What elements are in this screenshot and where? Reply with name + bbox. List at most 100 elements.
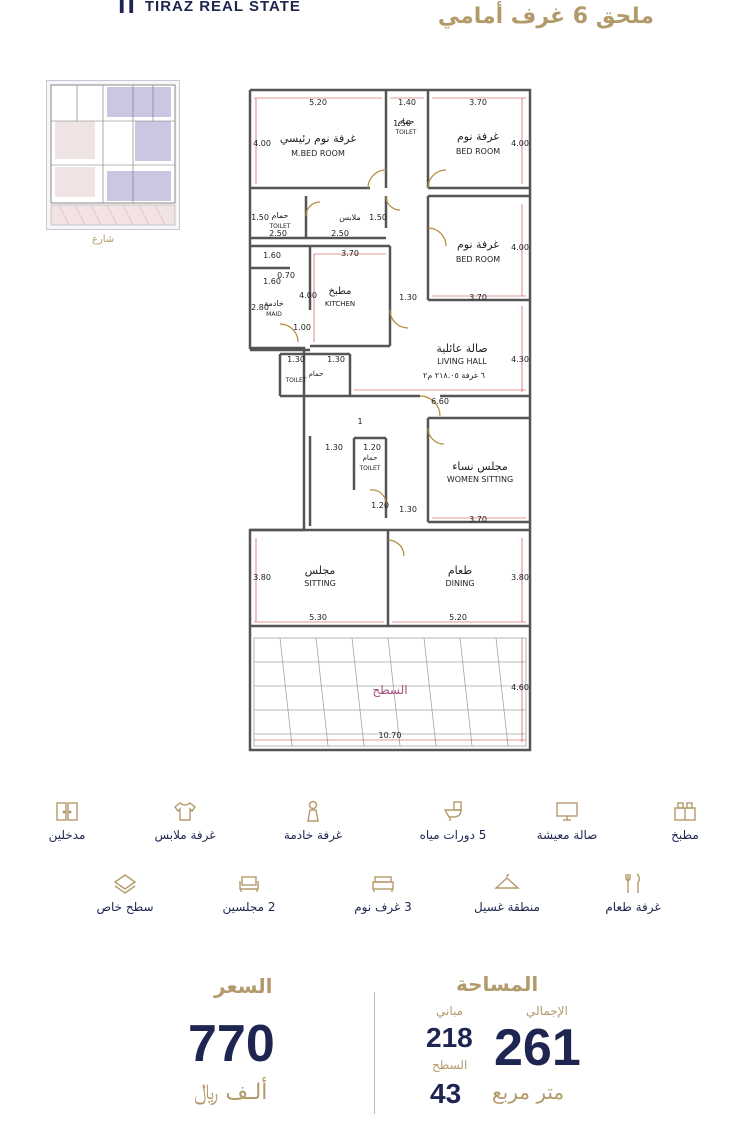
header: ꟾꟾ TIRAZ REAL STATE ملحق 6 غرف أمامي (0, 0, 750, 40)
feature-label: سطح خاص (96, 900, 154, 914)
laundry-icon (494, 872, 520, 894)
buildings-area-label: مباني (436, 1004, 464, 1018)
dim-1-00: 1.00 (293, 323, 311, 332)
dim-2-50-a: 2.50 (269, 229, 287, 238)
dim-1-20-b: 1.20 (371, 501, 389, 510)
dim-10-70: 10.70 (379, 731, 402, 740)
living-en: LIVING HALL (437, 357, 487, 366)
toilet2-en: TOILET (269, 223, 291, 230)
feature-bedrooms: 3 غرف نوم (328, 872, 438, 914)
dim-1-30-kitchen: 1.30 (399, 293, 417, 302)
bed1-ar: غرفة نوم (457, 130, 499, 143)
kitchen-icon (672, 800, 698, 822)
total-area-value: 261 (494, 1019, 581, 1077)
roof-area-label: السطح (432, 1058, 468, 1072)
dim-4-00-right: 4.00 (511, 139, 529, 148)
maid-icon (300, 800, 326, 822)
floor-plan: غرفة نوم رئيسي M.BED ROOM غرفة نوم BED R… (240, 78, 540, 758)
feature-laundry: منطقة غسيل (452, 872, 562, 914)
feature-label: منطقة غسيل (474, 900, 540, 914)
feature-label: غرفة طعام (605, 900, 661, 914)
roof-label: السطح (372, 683, 407, 697)
tiraz-logo-icon: ꟾꟾ (118, 0, 137, 18)
bed1-en: BED ROOM (456, 147, 500, 156)
sitting-en: SITTING (304, 579, 336, 588)
dim-4-00-bed2: 4.00 (511, 243, 529, 252)
feature-label: مطبخ (671, 828, 699, 842)
feature-roof: سطح خاص (70, 872, 180, 914)
total-area-unit: متر مربع (492, 1080, 565, 1104)
dim-0-70: 0.70 (277, 271, 295, 280)
m-bed-en: M.BED ROOM (291, 149, 345, 158)
dim-4-00-kitchen: 4.00 (299, 291, 317, 300)
dim-one: 1 (357, 417, 362, 426)
bed-icon (370, 872, 396, 894)
feature-label: صالة معيشة (536, 828, 598, 842)
maid-ar: خادمة (264, 299, 284, 308)
dim-3-70-women: 3.70 (469, 515, 487, 524)
feature-living: صالة معيشة (512, 800, 622, 842)
mini-key-plan (46, 80, 180, 230)
dim-1-50-c: 1.50 (369, 213, 387, 222)
toilet4-en: TOILET (359, 465, 381, 472)
dim-5-20-top: 5.20 (309, 98, 327, 107)
brand: ꟾꟾ TIRAZ REAL STATE (118, 0, 301, 18)
dim-1-50-b: 1.50 (251, 213, 269, 222)
brand-name: TIRAZ REAL STATE (144, 0, 301, 15)
dim-2-80: 2.80 (251, 303, 269, 312)
feature-label: 2 مجلسين (222, 900, 276, 914)
features-grid: مطبخ صالة معيشة 5 دورات مياه غرفة خادمة … (0, 790, 750, 940)
divider (374, 992, 375, 1114)
living-ar: صالة عائلية (436, 342, 487, 355)
bed2-ar: غرفة نوم (457, 238, 499, 251)
page-title: ملحق 6 غرف أمامي (437, 4, 654, 29)
floor-plan-drawing: غرفة نوم رئيسي M.BED ROOM غرفة نوم BED R… (248, 88, 532, 752)
dim-4-60: 4.60 (511, 683, 529, 692)
feature-label: 5 دورات مياه (419, 828, 487, 842)
dim-1-60-a: 1.60 (263, 251, 281, 260)
living-note: ٦ غرفة ٢١٨.٠٥ م٢ (423, 371, 485, 380)
roof-area-value: 43 (430, 1078, 462, 1109)
dim-2-50-b: 2.50 (331, 229, 349, 238)
dim-5-20-bottom: 5.20 (449, 613, 467, 622)
dim-3-70-kitchen: 3.70 (341, 249, 359, 258)
dim-4-30: 4.30 (511, 355, 529, 364)
kitchen-ar: مطبخ (328, 286, 351, 297)
sitting-ar: مجلس (305, 564, 336, 577)
dim-1-50-a: 1.50 (393, 119, 411, 128)
toilet-icon (440, 800, 466, 822)
living-room-icon (554, 800, 580, 822)
roof-icon (112, 872, 138, 894)
clothes-icon (172, 800, 198, 822)
area-title: المساحة (456, 972, 539, 996)
price-unit: ألـف ﷼ (194, 1080, 268, 1105)
toilet1-en: TOILET (395, 129, 417, 136)
feature-maid: غرفة خادمة (258, 800, 368, 842)
m-bed-ar: غرفة نوم رئيسي (280, 132, 356, 145)
price-title: السعر (214, 974, 273, 998)
feature-clothes: غرفة ملابس (130, 800, 240, 842)
toilet3-ar: حمام (309, 370, 324, 378)
dim-1-30-d: 1.30 (399, 505, 417, 514)
dim-5-30: 5.30 (309, 613, 327, 622)
maid-en: MAID (266, 311, 282, 318)
feature-sitting: 2 مجلسين (194, 872, 304, 914)
women-en: WOMEN SITTING (447, 475, 513, 484)
feature-kitchen: مطبخ (630, 800, 740, 842)
feature-label: 3 غرف نوم (354, 900, 412, 914)
dining-ar: طعام (448, 564, 472, 577)
entrances-icon (54, 800, 80, 822)
toilet1-ar: حمام (398, 117, 415, 126)
dining-icon (620, 872, 646, 894)
dim-3-70-bed2: 3.70 (469, 293, 487, 302)
dim-6-60: 6.60 (431, 397, 449, 406)
dim-3-80-left: 3.80 (253, 573, 271, 582)
feature-label: غرفة ملابس (154, 828, 216, 842)
women-ar: مجلس نساء (452, 460, 508, 473)
dining-en: DINING (445, 579, 474, 588)
feature-entrances: مدخلين (12, 800, 122, 842)
clothes-ar: ملابس (339, 213, 360, 222)
price-value: 770 (188, 1015, 275, 1073)
feature-toilets: 5 دورات مياه (398, 800, 508, 842)
kitchen-en: KITCHEN (325, 300, 355, 308)
